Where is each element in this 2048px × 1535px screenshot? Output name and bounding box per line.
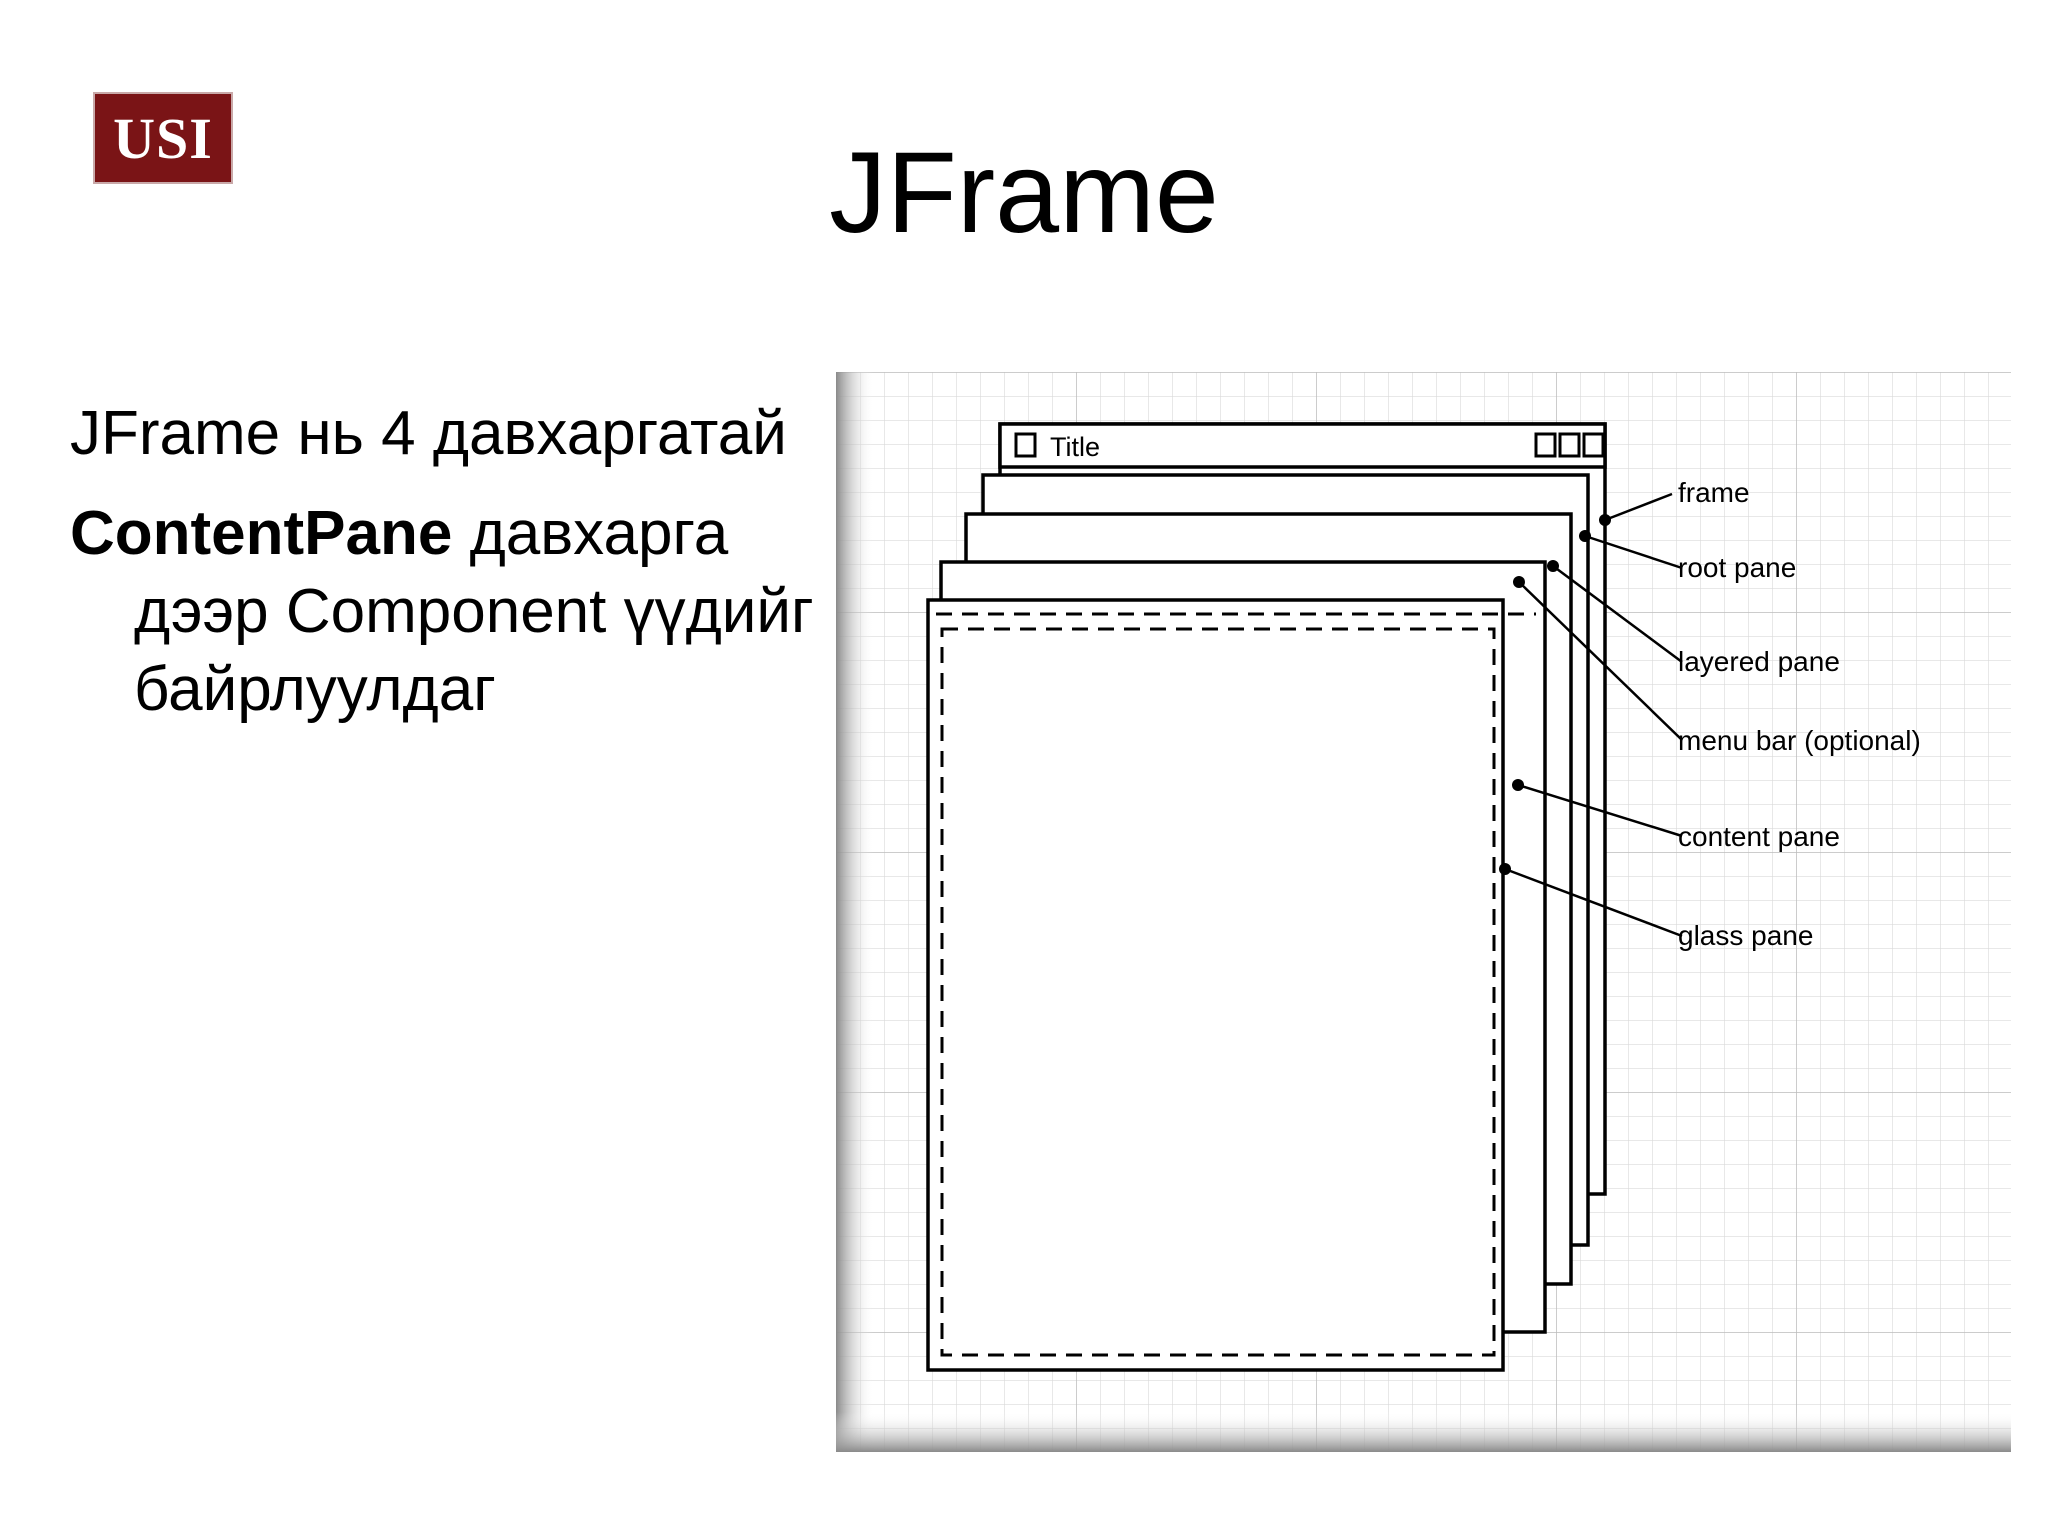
slide-title: JFrame: [829, 129, 1219, 257]
menu-bar-label: menu bar (optional): [1678, 725, 1921, 756]
frame-dot: [1599, 514, 1611, 526]
glass-pane-label: glass pane: [1678, 920, 1813, 951]
content-pane-dashed-outline: [940, 627, 1496, 1357]
logo-text: USI: [113, 105, 213, 171]
window-minimize-icon: [1534, 432, 1557, 458]
glass-pane-dot: [1499, 863, 1511, 875]
content-pane-label: content pane: [1678, 821, 1840, 852]
layered-pane-label: layered pane: [1678, 646, 1840, 677]
root-pane-label: root pane: [1678, 552, 1796, 583]
layered-pane-leader: [1552, 564, 1683, 664]
bullet-list: JFrame нь 4 давхаргатай ContentPane давх…: [70, 395, 830, 751]
frame-leader: [1604, 492, 1673, 522]
menu-bar-dot: [1513, 576, 1525, 588]
bullet-item: ContentPane давхарга дээр Component үүди…: [70, 495, 830, 729]
bullet-text: давхарга дээр Component үүдийг байрлуулд…: [134, 499, 814, 724]
content-pane-leader: [1517, 783, 1683, 838]
layered-pane-dot: [1547, 560, 1559, 572]
glass-pane-layer: [926, 598, 1505, 1372]
root-pane-dot: [1579, 530, 1591, 542]
grid-shadow-bottom: [836, 1412, 2011, 1452]
bullet-item: JFrame нь 4 давхаргатай: [70, 395, 830, 473]
grid-shadow-left: [836, 372, 874, 1452]
bullet-bold-term: ContentPane: [70, 499, 453, 568]
jframe-layers-diagram: Title frame root pane layered: [836, 372, 2011, 1452]
content-pane-dot: [1512, 779, 1524, 791]
frame-label: frame: [1678, 477, 1750, 508]
window-maximize-icon: [1558, 432, 1581, 458]
window-title-bar: [998, 422, 1607, 469]
glass-pane-leader: [1504, 867, 1683, 938]
window-title-text: Title: [1050, 432, 1100, 462]
menu-bar-leader: [1518, 581, 1683, 741]
usi-logo: USI: [93, 92, 233, 184]
root-pane-leader: [1584, 534, 1683, 570]
window-close-icon: [1582, 432, 1605, 458]
bullet-text: JFrame нь 4 давхаргатай: [70, 399, 787, 468]
window-menu-icon: [1014, 432, 1037, 458]
